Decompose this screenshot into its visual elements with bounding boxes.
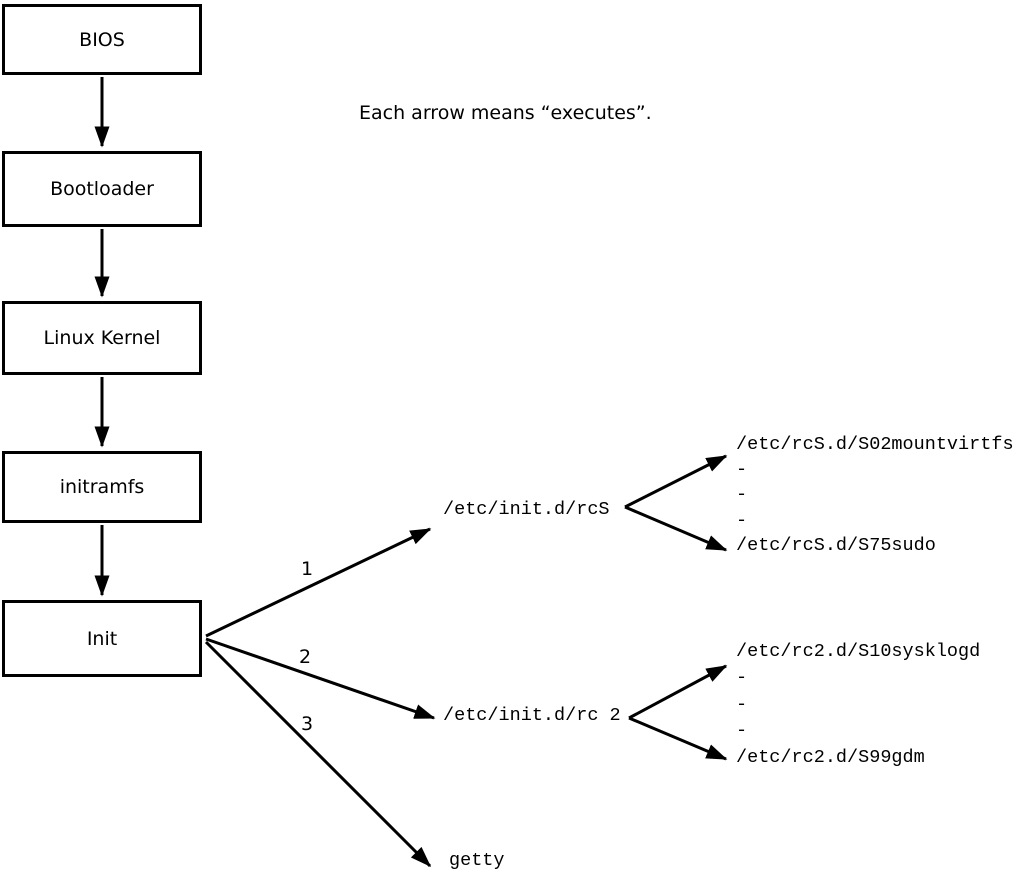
rcS-child-first: /etc/rcS.d/S02mountvirtfs xyxy=(736,434,1014,455)
rcS-child-ellipsis-2: - xyxy=(736,484,748,505)
node-rc2-script: /etc/init.d/rc 2 xyxy=(443,705,621,726)
node-initramfs-label: initramfs xyxy=(59,476,145,498)
node-init: Init xyxy=(2,600,202,677)
arrow-init-to-getty xyxy=(204,640,432,868)
legend-note: Each arrow means “executes”. xyxy=(359,102,652,124)
arrow-rcS-to-first-script xyxy=(624,454,728,509)
node-initramfs: initramfs xyxy=(2,451,202,523)
arrow-rcS-to-last-script xyxy=(624,505,728,552)
rc2-child-ellipsis-2: - xyxy=(736,694,748,715)
node-bios: BIOS xyxy=(2,4,202,75)
node-rcS-script: /etc/init.d/rcS xyxy=(443,499,610,520)
arrow-label-3: 3 xyxy=(301,713,314,735)
rc2-child-first: /etc/rc2.d/S10sysklogd xyxy=(736,641,981,662)
rc2-child-last: /etc/rc2.d/S99gdm xyxy=(736,747,925,768)
arrow-rc2-to-last-script xyxy=(628,716,728,761)
node-linux-kernel-label: Linux Kernel xyxy=(43,327,161,349)
node-init-label: Init xyxy=(86,627,118,650)
rcS-child-ellipsis-1: - xyxy=(736,459,748,480)
node-bootloader-label: Bootloader xyxy=(50,178,154,200)
node-getty: getty xyxy=(449,850,505,871)
arrow-label-2: 2 xyxy=(299,646,312,668)
rcS-child-ellipsis-3: - xyxy=(736,510,748,531)
arrow-label-1: 1 xyxy=(301,558,314,580)
rc2-child-ellipsis-1: - xyxy=(736,667,748,688)
arrow-init-to-rc2 xyxy=(205,637,436,720)
node-bios-label: BIOS xyxy=(79,28,125,51)
rc2-child-ellipsis-3: - xyxy=(736,720,748,741)
rcS-child-last: /etc/rcS.d/S75sudo xyxy=(736,535,936,556)
node-bootloader: Bootloader xyxy=(2,151,202,227)
node-linux-kernel: Linux Kernel xyxy=(2,301,202,375)
arrow-init-to-rcS xyxy=(205,527,432,638)
arrow-rc2-to-first-script xyxy=(628,664,728,720)
